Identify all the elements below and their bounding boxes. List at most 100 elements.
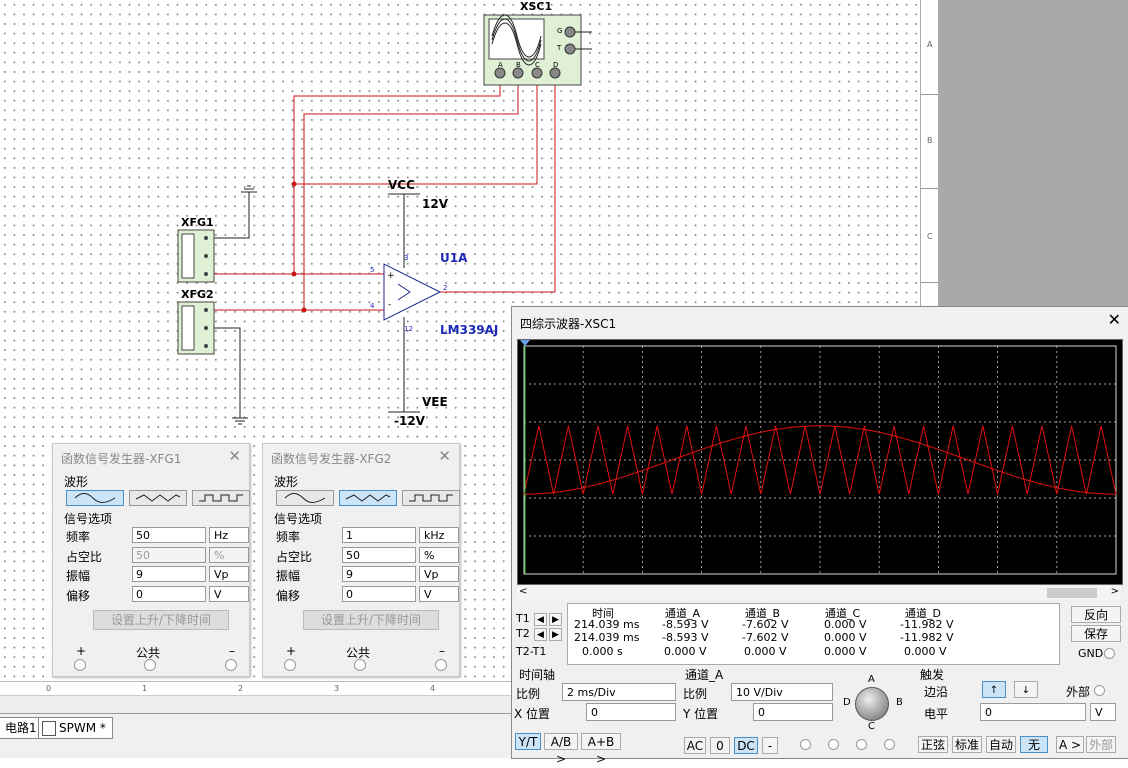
timebase-section-label: 时间轴 — [519, 668, 556, 682]
channel-terminal-3[interactable] — [856, 739, 867, 750]
fg1-duty-unit: % — [209, 547, 249, 563]
pin-4-label: 4 — [370, 302, 375, 310]
channel-scale-input[interactable]: 10 V/Div — [731, 683, 833, 701]
fg1-square-button[interactable] — [192, 490, 250, 506]
tab-spwm[interactable]: SPWM * — [38, 717, 113, 739]
t1-left-arrow-icon[interactable]: ◀ — [534, 613, 547, 626]
falling-edge-icon[interactable]: ↓ — [1014, 681, 1038, 698]
tab-circuit1[interactable]: 电路1 — [0, 717, 44, 739]
fg2-plus-terminal[interactable] — [284, 659, 296, 671]
trigger-level-input[interactable]: 0 — [980, 703, 1086, 721]
scope-close-icon[interactable]: ✕ — [1107, 310, 1121, 329]
schematic-file-icon — [42, 721, 56, 736]
fg2-close-icon[interactable]: ✕ — [438, 447, 451, 465]
workspace-background — [938, 0, 1128, 306]
mode-apb-button[interactable]: A+B > — [581, 733, 621, 766]
timebase-xpos-input[interactable]: 0 — [586, 703, 676, 721]
trigger-section-label: 触发 — [920, 668, 945, 682]
design-tabs: 电路1 SPWM * — [0, 713, 512, 758]
fg1-offset-label: 偏移 — [66, 589, 91, 603]
fg1-ref-label: XFG1 — [181, 216, 214, 229]
coupling-minus-button[interactable]: - — [762, 737, 778, 754]
fg2-triangle-button[interactable] — [339, 490, 397, 506]
fg1-sine-button[interactable] — [66, 490, 124, 506]
trigger-ext-button[interactable]: 外部 — [1086, 736, 1116, 753]
scope-display[interactable] — [517, 339, 1123, 585]
fg1-minus-terminal[interactable] — [225, 659, 237, 671]
fg2-minus-terminal[interactable] — [435, 659, 447, 671]
fg2-offset-input[interactable]: 0 — [342, 586, 416, 602]
fg1-offset-input[interactable]: 0 — [132, 586, 206, 602]
rising-edge-icon[interactable]: ↑ — [982, 681, 1006, 698]
trigger-external-label: 外部 — [1066, 685, 1091, 699]
mode-ab-button[interactable]: A/B > — [544, 733, 578, 766]
cursor-t2-label: T2 — [516, 627, 530, 640]
gnd-terminal[interactable] — [1104, 648, 1115, 659]
knob-label-b: B — [896, 697, 903, 708]
trigger-a-button[interactable]: A > — [1056, 736, 1084, 753]
channel-terminal-2[interactable] — [828, 739, 839, 750]
trigger-auto-button[interactable]: 自动 — [986, 736, 1016, 753]
scope-scrollbar[interactable]: < > — [517, 586, 1121, 600]
trigger-none-button[interactable]: 无 — [1020, 736, 1048, 753]
fg2-duty-unit[interactable]: % — [419, 547, 459, 563]
coupling-dc-button[interactable]: DC — [734, 737, 758, 754]
fg2-offset-unit[interactable]: V — [419, 586, 459, 602]
fg1-amp-input[interactable]: 9 — [132, 566, 206, 582]
fg1-close-icon[interactable]: ✕ — [228, 447, 241, 465]
fg1-triangle-button[interactable] — [129, 490, 187, 506]
readout-t1-time: 214.039 ms — [574, 618, 640, 631]
coupling-ac-button[interactable]: AC — [684, 737, 706, 754]
tab-spwm-label: SPWM * — [59, 721, 106, 735]
save-button[interactable]: 保存 — [1071, 625, 1121, 642]
fg2-common-terminal[interactable] — [354, 659, 366, 671]
channel-scale-label: 比例 — [683, 687, 708, 701]
trigger-normal-button[interactable]: 标准 — [952, 736, 982, 753]
scroll-right-icon[interactable]: > — [1110, 586, 1119, 597]
t2-right-arrow-icon[interactable]: ▶ — [549, 628, 562, 641]
osc-term-t: T — [557, 44, 562, 52]
t1-right-arrow-icon[interactable]: ▶ — [549, 613, 562, 626]
channel-section-label: 通道_A — [685, 668, 724, 682]
fg1-waveform-label: 波形 — [64, 475, 89, 489]
fg2-duty-input[interactable]: 50 — [342, 547, 416, 563]
channel-selector-knob-icon[interactable] — [855, 687, 889, 721]
sine-wave-icon — [284, 493, 326, 503]
fg2-amp-unit[interactable]: Vp — [419, 566, 459, 582]
timebase-scale-input[interactable]: 2 ms/Div — [562, 683, 676, 701]
square-wave-icon — [409, 494, 453, 502]
scroll-left-icon[interactable]: < — [519, 586, 528, 597]
t2-left-arrow-icon[interactable]: ◀ — [534, 628, 547, 641]
fg1-plus-terminal[interactable] — [74, 659, 86, 671]
coupling-zero-button[interactable]: 0 — [710, 737, 730, 754]
fg2-title: 函数信号发生器-XFG2 — [271, 452, 392, 466]
channel-terminal-1[interactable] — [800, 739, 811, 750]
ruler-0: 0 — [46, 684, 52, 693]
trigger-level-unit[interactable]: V — [1090, 703, 1116, 721]
timebase-xpos-label: X 位置 — [514, 707, 551, 721]
trigger-sine-button[interactable]: 正弦 — [918, 736, 948, 753]
fg2-freq-unit[interactable]: kHz — [419, 527, 459, 543]
fg2-square-button[interactable] — [402, 490, 460, 506]
scroll-thumb[interactable] — [1047, 588, 1097, 598]
trigger-external-terminal[interactable] — [1094, 685, 1105, 696]
opamp-ref-label: U1A — [440, 251, 468, 265]
fg1-common-terminal[interactable] — [144, 659, 156, 671]
fg1-amp-unit[interactable]: Vp — [209, 566, 249, 582]
channel-terminal-4[interactable] — [884, 739, 895, 750]
fg2-amp-input[interactable]: 9 — [342, 566, 416, 582]
fg1-freq-input[interactable]: 50 — [132, 527, 206, 543]
reverse-button[interactable]: 反向 — [1071, 606, 1121, 623]
ruler-3: 3 — [334, 684, 340, 693]
fg2-ref-label: XFG2 — [181, 288, 214, 301]
channel-ypos-input[interactable]: 0 — [753, 703, 833, 721]
timebase-scale-label: 比例 — [516, 687, 541, 701]
fg1-offset-unit[interactable]: V — [209, 586, 249, 602]
sine-wave-icon — [74, 493, 116, 503]
fg2-sine-button[interactable] — [276, 490, 334, 506]
fg1-freq-unit[interactable]: Hz — [209, 527, 249, 543]
knob-label-a: A — [868, 674, 875, 685]
fg2-freq-input[interactable]: 1 — [342, 527, 416, 543]
mode-yt-button[interactable]: Y/T — [515, 733, 541, 750]
canvas-horizontal-scrollbar[interactable] — [0, 695, 512, 714]
